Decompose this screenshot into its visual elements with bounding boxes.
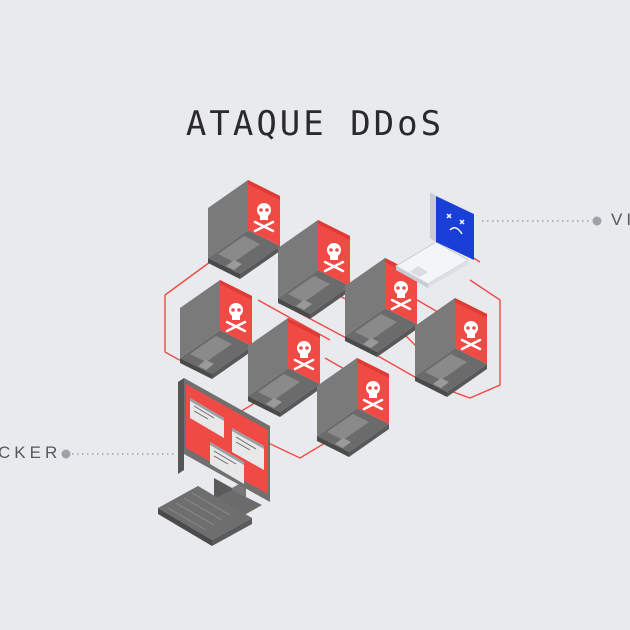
- infected-laptop: [246, 316, 322, 419]
- attacker-leader: [61, 449, 176, 459]
- infected-laptop: [178, 278, 254, 381]
- sad-face-icon: [446, 213, 465, 235]
- infected-laptop: [276, 218, 352, 321]
- diagram-title: ATAQUE DDoS: [185, 104, 445, 144]
- infected-laptop: [206, 178, 282, 281]
- attacker-label: CKER: [0, 443, 62, 462]
- victim-label: VI: [611, 210, 630, 229]
- infected-laptop: [315, 356, 391, 459]
- victim-laptop: [395, 192, 474, 288]
- infected-laptop: [413, 296, 489, 399]
- attacker-computer: [158, 378, 270, 546]
- victim-leader: [482, 216, 602, 226]
